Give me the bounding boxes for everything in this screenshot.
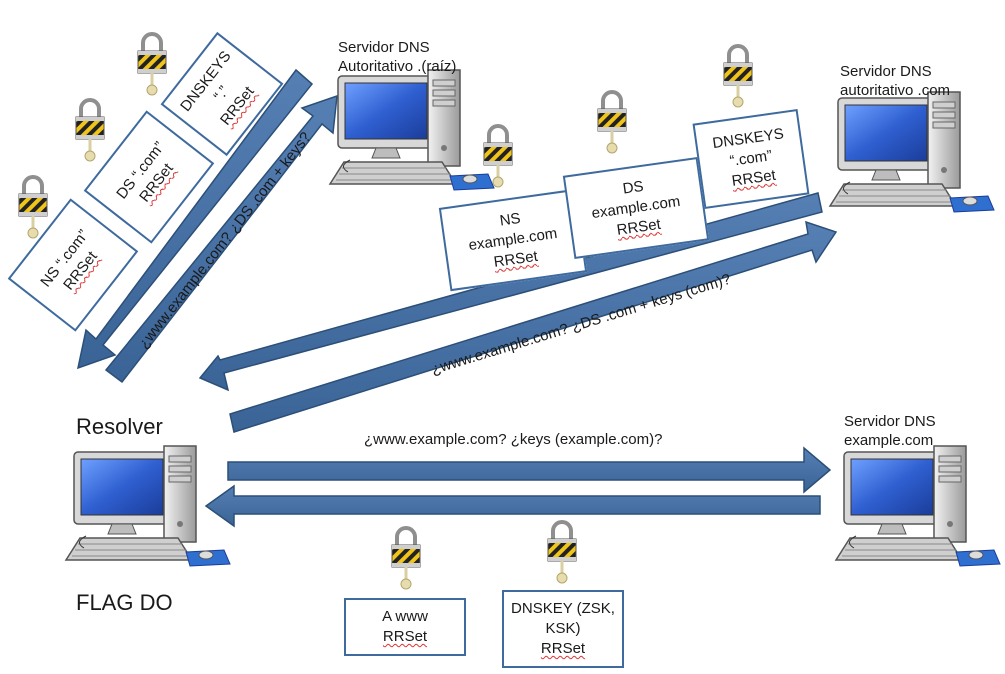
com-dnskeys-box: DNSKEYS “.com” RRSet — [692, 109, 810, 209]
padlock-icon — [17, 175, 49, 240]
example-a-line2: RRSet — [382, 628, 428, 645]
com-server-label-line1: Servidor DNS — [840, 63, 932, 80]
example-server-label-line1: Servidor DNS — [844, 413, 936, 430]
padlock-icon — [136, 32, 168, 97]
arrow-com-query — [229, 220, 838, 433]
arrow-example-query — [227, 446, 832, 494]
padlock-icon — [74, 98, 106, 163]
example-a-line1: A www — [382, 608, 428, 625]
padlock-icon — [722, 44, 754, 109]
com-server-label-line2: autoritativo .com — [840, 82, 951, 99]
flag-do-label: FLAG DO — [76, 590, 173, 615]
example-dnskey-line3: RRSet — [540, 640, 586, 657]
resolver-title: Resolver — [76, 414, 163, 439]
computer-icon — [829, 91, 995, 213]
query-example-text: ¿www.example.com? ¿keys (example.com)? — [364, 431, 663, 448]
com-server-label: Servidor DNS autoritativo .com — [840, 62, 950, 100]
padlock-icon — [390, 526, 422, 591]
example-server-label: Servidor DNS example.com — [844, 412, 936, 450]
root-server-label-line1: Servidor DNS — [338, 39, 430, 56]
computer-icon — [329, 69, 495, 191]
computer-icon — [835, 445, 1001, 567]
example-server-label-line2: example.com — [844, 432, 934, 449]
padlock-icon — [546, 520, 578, 585]
example-dnskey-box: DNSKEY (ZSK, KSK) RRSet — [502, 590, 624, 668]
arrow-example-response — [204, 484, 821, 528]
example-dnskey-line2: KSK) — [545, 620, 581, 637]
root-server-label: Servidor DNS Autoritativo .(raíz) — [338, 38, 456, 76]
arrow-root-query — [104, 94, 338, 384]
padlock-icon — [596, 90, 628, 155]
example-a-box: A www RRSet — [344, 598, 466, 656]
arrow-root-response — [76, 68, 314, 370]
example-dnskey-line1: DNSKEY (ZSK, — [511, 600, 615, 617]
root-server-label-line2: Autoritativo .(raíz) — [338, 58, 457, 75]
